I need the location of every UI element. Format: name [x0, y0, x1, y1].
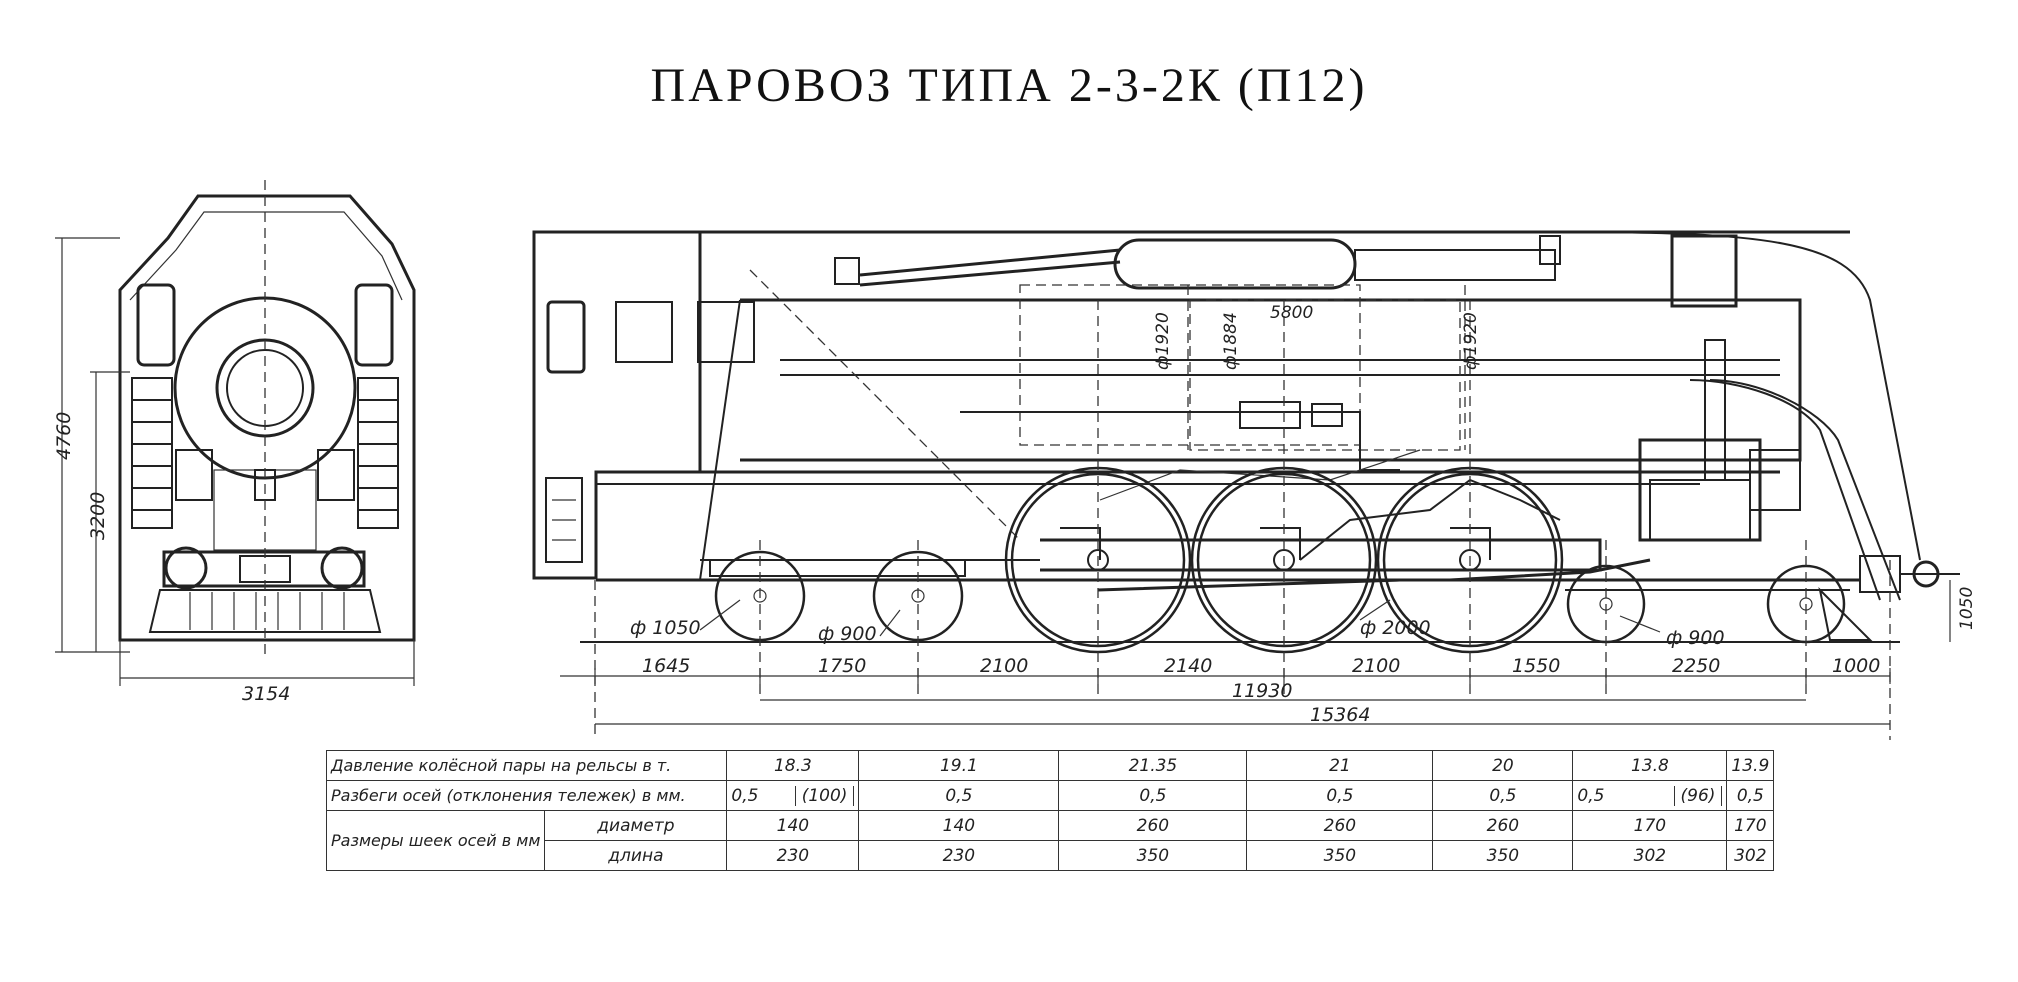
- table-cell: 21: [1246, 750, 1434, 781]
- table-cell: 350: [1058, 840, 1248, 871]
- table-row-play: Разбеги осей (отклонения тележек) в мм. …: [325, 780, 1775, 811]
- table-cell: 13.9: [1726, 750, 1775, 781]
- row-label: Разбеги осей (отклонения тележек) в мм.: [325, 780, 728, 811]
- buffer-height: 1050: [1957, 587, 1977, 630]
- overall-length: 15364: [1310, 704, 1370, 726]
- spacing-2: 1750: [818, 655, 866, 677]
- table-row-load: Давление колёсной пары на рельсы в т. 18…: [325, 750, 1775, 781]
- table-cell: 140: [858, 810, 1060, 841]
- cell-value: 0,5: [1577, 785, 1605, 806]
- table-cell: 230: [858, 840, 1060, 871]
- spacing-5: 2100: [1352, 655, 1400, 677]
- table-cell: 0,5: [858, 780, 1060, 811]
- table-cell: 170: [1726, 810, 1775, 841]
- spacing-4: 2140: [1164, 655, 1212, 677]
- driver-dia: ф 2000: [1360, 617, 1431, 639]
- row-label: Давление колёсной пары на рельсы в т.: [325, 750, 728, 781]
- spacing-7: 2250: [1672, 655, 1720, 677]
- table-cell: 0,5 (96): [1572, 780, 1728, 811]
- table-cell: 0,5: [1432, 780, 1574, 811]
- table-cell: 260: [1058, 810, 1248, 841]
- table-cell: 140: [726, 810, 860, 841]
- front-height-axis: 3200: [87, 492, 109, 540]
- sub-label: длина: [544, 840, 728, 871]
- table-cell: 302: [1726, 840, 1775, 871]
- sub-label: диаметр: [544, 810, 728, 841]
- table-cell: 170: [1572, 810, 1728, 841]
- boiler-dia-2: ф1884: [1221, 312, 1241, 370]
- table-cell: 350: [1432, 840, 1574, 871]
- table-cell: 302: [1572, 840, 1728, 871]
- bogie-deflection: (96): [1673, 785, 1723, 806]
- side-view: [532, 230, 1960, 740]
- boiler-length: 5800: [1270, 303, 1313, 323]
- table-cell: 260: [1246, 810, 1434, 841]
- axle-data-table: Давление колёсной пары на рельсы в т. 18…: [325, 750, 1775, 871]
- trail-wheel-dia: ф 900: [818, 623, 877, 645]
- table-cell: 21.35: [1058, 750, 1248, 781]
- table-cell: 0,5 (100): [726, 780, 860, 811]
- table-cell: 260: [1432, 810, 1574, 841]
- spacing-3: 2100: [980, 655, 1028, 677]
- bogie-rear-dia: ф 900: [1666, 627, 1725, 649]
- row-group-label: Размеры шеек осей в мм: [325, 810, 546, 871]
- table-cell: 13.8: [1572, 750, 1728, 781]
- boiler-dia-3: ф1920: [1461, 312, 1481, 370]
- table-row-diameter: Размеры шеек осей в мм диаметр 140 140 2…: [325, 810, 1775, 871]
- table-cell: 0,5: [1726, 780, 1775, 811]
- bogie-deflection: (100): [794, 785, 855, 806]
- cell-value: 0,5: [731, 785, 759, 806]
- front-view: [55, 180, 416, 686]
- spacing-8: 1000: [1832, 655, 1880, 677]
- table-cell: 19.1: [858, 750, 1060, 781]
- table-row-length: длина 230 230 350 350 350 302 302: [327, 840, 1775, 871]
- bogie-front-dia: ф 1050: [630, 617, 701, 639]
- table-cell: 20: [1432, 750, 1574, 781]
- table-cell: 0,5: [1058, 780, 1248, 811]
- table-cell: 350: [1246, 840, 1434, 871]
- wheelbase: 11930: [1232, 680, 1292, 702]
- table-cell: 230: [726, 840, 860, 871]
- page-title: ПАРОВОЗ ТИПА 2-3-2К (П12): [650, 59, 1368, 112]
- front-width: 3154: [242, 683, 290, 705]
- spacing-6: 1550: [1512, 655, 1560, 677]
- front-height-total: 4760: [53, 412, 75, 460]
- spacing-1: 1645: [642, 655, 690, 677]
- table-cell: 0,5: [1246, 780, 1434, 811]
- boiler-dia-1: ф1920: [1153, 312, 1173, 370]
- table-cell: 18.3: [726, 750, 860, 781]
